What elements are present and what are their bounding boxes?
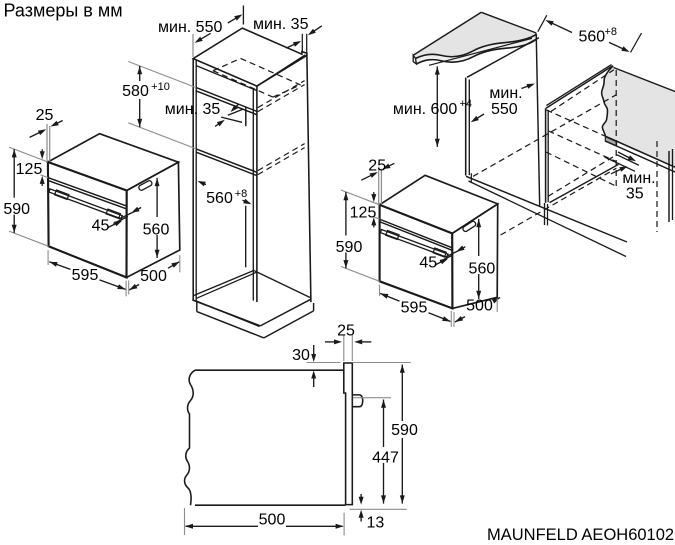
svg-text:мин.: мин. (622, 170, 655, 187)
svg-text:25: 25 (368, 158, 386, 175)
svg-text:мин. 35: мин. 35 (253, 16, 309, 33)
svg-text:Размеры в мм: Размеры в мм (4, 1, 123, 21)
svg-text:560: 560 (143, 222, 170, 239)
svg-text:500: 500 (140, 268, 167, 285)
svg-text:560: 560 (579, 29, 606, 46)
svg-text:560: 560 (469, 261, 496, 278)
svg-text:500: 500 (466, 298, 493, 315)
svg-text:30: 30 (292, 347, 310, 364)
svg-text:550: 550 (491, 101, 518, 118)
svg-text:мин. 600: мин. 600 (393, 101, 457, 118)
svg-text:35: 35 (626, 186, 644, 203)
svg-text:580: 580 (122, 83, 149, 100)
svg-text:595: 595 (401, 300, 428, 317)
svg-text:45: 45 (419, 255, 437, 272)
svg-text:447: 447 (372, 450, 399, 467)
svg-text:590: 590 (391, 422, 418, 439)
svg-text:125: 125 (350, 205, 377, 222)
svg-text:мин. 35: мин. 35 (165, 101, 221, 118)
svg-text:мин. 550: мин. 550 (158, 19, 222, 36)
svg-text:13: 13 (367, 515, 385, 532)
svg-text:+8: +8 (605, 26, 618, 38)
svg-text:25: 25 (337, 323, 355, 340)
svg-text:+10: +10 (151, 81, 170, 93)
svg-text:мин.: мин. (489, 85, 522, 102)
svg-text:590: 590 (336, 239, 363, 256)
svg-text:25: 25 (36, 107, 54, 124)
svg-text:45: 45 (92, 218, 110, 235)
svg-text:590: 590 (3, 201, 30, 218)
svg-text:125: 125 (16, 161, 43, 178)
svg-text:MAUNFELD AEOH60102: MAUNFELD AEOH60102 (487, 526, 674, 544)
svg-text:500: 500 (259, 511, 286, 528)
svg-text:+8: +8 (235, 188, 248, 200)
svg-text:595: 595 (72, 267, 99, 284)
svg-text:+4: +4 (460, 98, 473, 110)
svg-text:560: 560 (206, 190, 233, 207)
